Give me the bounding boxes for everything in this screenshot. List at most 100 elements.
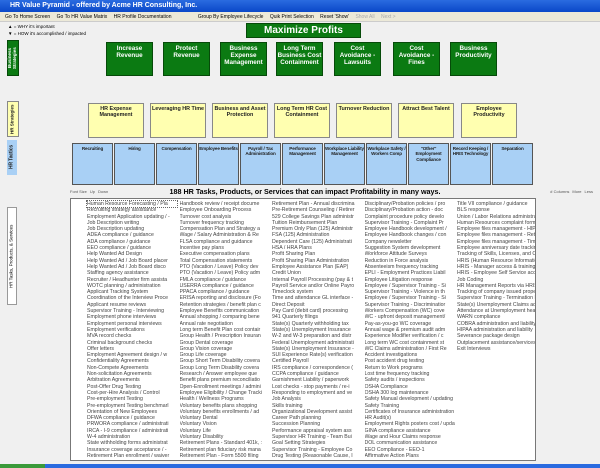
- task-item[interactable]: Employee Litigation response: [364, 276, 433, 283]
- task-item[interactable]: State withholding forms administrat: [87, 440, 168, 447]
- hr-tactic-box[interactable]: Record Keeping / HRIS Technology: [450, 143, 491, 185]
- task-item[interactable]: Pre-Retirement Counseling / Retirer: [272, 207, 355, 214]
- task-item[interactable]: PRWORA compliance / administrati: [87, 421, 169, 428]
- task-item[interactable]: Coordination of the Interview Proce: [87, 295, 169, 302]
- task-item[interactable]: Orientation of New Employees: [87, 408, 158, 415]
- task-item[interactable]: Employee Benefits communication: [179, 308, 260, 315]
- task-item[interactable]: ADA compliance / guidance: [87, 238, 151, 245]
- task-item[interactable]: EPLI - Employment Practices Liabil: [364, 270, 446, 277]
- task-item[interactable]: FMLA compliance / guidance: [179, 276, 247, 283]
- task-item[interactable]: State(s) Unemployment Insurance: [272, 326, 351, 333]
- task-item[interactable]: Employee files management - Reten: [457, 232, 536, 239]
- task-item[interactable]: IRCA - I-9 compliance / administrati: [87, 427, 169, 434]
- task-item[interactable]: Employee Assistance Plan (EAP): [272, 263, 349, 270]
- task-item[interactable]: Absenteeism frequency tracking: [364, 263, 439, 270]
- business-strategy-box[interactable]: Protect Revenue: [163, 42, 210, 76]
- task-item[interactable]: Affirmative Action Plans: [364, 452, 419, 459]
- task-item[interactable]: Retirement Plans - Standard 401k, :: [179, 440, 262, 447]
- task-item[interactable]: Pay-as-you-go WC coverage: [364, 320, 432, 327]
- task-item[interactable]: Employee Handbook development /: [364, 226, 447, 233]
- task-item[interactable]: Title VII compliance / guidance: [457, 201, 528, 207]
- task-item[interactable]: Annual shopping / comparing bene: [179, 314, 260, 321]
- task-item[interactable]: Safety audits / inspections: [364, 377, 425, 384]
- side-label-tasks[interactable]: HR Tasks, Products, & Services: [7, 207, 17, 305]
- business-strategy-box[interactable]: Cost Avoidance - Lawsuits: [334, 42, 381, 76]
- hr-tactic-box[interactable]: Workplace Liability Management: [324, 143, 365, 185]
- task-item[interactable]: Workers Compensation (WC) cove: [364, 308, 445, 315]
- task-item[interactable]: Total Compensation statements: [179, 257, 253, 264]
- task-item[interactable]: Lost time frequency tracking: [364, 371, 430, 378]
- task-item[interactable]: MVA record checks: [87, 333, 132, 340]
- task-item[interactable]: HRIS (Human Resource Information: [457, 257, 536, 264]
- task-item[interactable]: EEO Compliance - EEO-1: [364, 446, 425, 453]
- task-item[interactable]: Disciplinary/Probation policies / pro: [364, 201, 446, 207]
- task-item[interactable]: Career Path planning: [272, 415, 322, 422]
- task-item[interactable]: Internal Payroll Processing (pay & t: [272, 276, 354, 283]
- side-label-business[interactable]: Business Strategies: [7, 40, 19, 76]
- task-item[interactable]: Employee / Supervisor Training - Si: [364, 295, 446, 302]
- task-item[interactable]: Group Vision coverage: [179, 345, 233, 352]
- task-item[interactable]: Job Description updating: [87, 226, 145, 233]
- task-item[interactable]: Employment verifications: [87, 326, 145, 333]
- hr-strategy-box[interactable]: Turnover Reduction: [336, 103, 392, 138]
- task-item[interactable]: FSA (125) Administration: [272, 232, 330, 239]
- task-item[interactable]: Severance package design: [457, 333, 520, 340]
- task-item[interactable]: W-4 administration: [87, 433, 131, 440]
- task-item[interactable]: Supervisor Training - Termination P: [457, 295, 536, 302]
- business-strategy-box[interactable]: Business Expense Management: [220, 42, 267, 76]
- task-item[interactable]: Job Description writing: [87, 219, 140, 226]
- task-item[interactable]: Voluntary Life: [179, 427, 211, 434]
- task-item[interactable]: Group Dental coverage: [179, 339, 234, 346]
- task-item[interactable]: Human Resources complaint forms: [457, 219, 536, 226]
- task-item[interactable]: Direct Deposit: [272, 301, 305, 308]
- task-item[interactable]: Annual rate negotiation: [179, 320, 233, 327]
- task-item[interactable]: W-2 and W-3 preparation and distr: [272, 333, 352, 340]
- task-item[interactable]: WOTC planning / administration: [87, 282, 161, 289]
- task-item[interactable]: Pay Card (debit card) processing: [272, 308, 348, 315]
- menu-quick-print[interactable]: Quik Print Selection: [269, 14, 314, 20]
- task-item[interactable]: Employment personal interviews: [87, 320, 162, 327]
- task-item[interactable]: Employee / Supervisor Training - Si: [364, 282, 446, 289]
- task-item[interactable]: Applicant Tracking System: [87, 289, 149, 296]
- task-item[interactable]: Group Long Term Disability covera: [179, 364, 259, 371]
- columns-more[interactable]: More: [572, 189, 582, 194]
- task-item[interactable]: Compensation Plan and Strategy a: [179, 226, 260, 233]
- task-item[interactable]: Succession Planning: [272, 421, 321, 428]
- task-item[interactable]: Company newsletter: [364, 238, 412, 245]
- task-item[interactable]: 529 College Savings Plan administr: [272, 213, 354, 220]
- hr-tactic-box[interactable]: Recruiting: [72, 143, 113, 185]
- task-item[interactable]: Profit Sharing Plan Administration: [272, 257, 350, 264]
- task-item[interactable]: Wage and Hour Claims response: [364, 433, 441, 440]
- menu-value-matrix[interactable]: Go To HR Value Matrix: [56, 14, 108, 20]
- task-item[interactable]: BLS response: [457, 207, 490, 214]
- task-item[interactable]: Voluntary Vision: [179, 421, 217, 428]
- task-item[interactable]: OSHA 300 log maintenance: [364, 389, 429, 396]
- hr-tactic-box[interactable]: Compensation: [156, 143, 197, 185]
- task-item[interactable]: Credit Union: [272, 270, 301, 277]
- task-item[interactable]: Employment Application updating / -: [87, 213, 170, 220]
- task-item[interactable]: Premium Only Plan (125) Administr: [272, 226, 354, 233]
- maximize-profits-box[interactable]: Maximize Profits: [246, 23, 361, 38]
- menu-home[interactable]: Go To Home Screen: [5, 14, 51, 20]
- task-item[interactable]: Employee Onboarding Process: [179, 207, 252, 214]
- font-size-up[interactable]: Up: [89, 189, 96, 194]
- task-item[interactable]: Group Short Term Disability covera: [179, 358, 260, 365]
- task-item[interactable]: EEO compliance / guidance: [87, 245, 152, 252]
- task-item[interactable]: HRIS - Employee Self Service acce: [457, 270, 536, 277]
- task-item[interactable]: Recruiter / Headhunter firm assista: [87, 276, 168, 283]
- task-item[interactable]: Performance appraisal system ass: [272, 427, 352, 434]
- task-item[interactable]: Handbook review / receipt docume: [179, 201, 260, 207]
- task-item[interactable]: Employment phone interviews: [87, 314, 157, 321]
- task-item[interactable]: DOL communication assistance: [364, 440, 438, 447]
- task-item[interactable]: Incentive pay plans: [179, 245, 224, 252]
- task-item[interactable]: OSHA Compliance: [364, 383, 408, 390]
- task-item[interactable]: Employee Handbook changes / con: [364, 232, 447, 239]
- task-item[interactable]: Voluntary benefits enrollments / ad: [179, 408, 260, 415]
- task-item[interactable]: Tracking of company issued proper: [457, 289, 536, 296]
- task-item[interactable]: Skills training: [272, 402, 303, 409]
- task-item[interactable]: Drug Testing (Reasonable Cause, I: [272, 452, 353, 459]
- task-item[interactable]: State(s) Unemployment Claims adm: [457, 301, 536, 308]
- task-item[interactable]: Employment Rights posters cost / updatin…: [364, 421, 455, 428]
- task-item[interactable]: Arbitration Agreements: [87, 377, 140, 384]
- task-item[interactable]: Outplacement assistance/services: [457, 339, 536, 346]
